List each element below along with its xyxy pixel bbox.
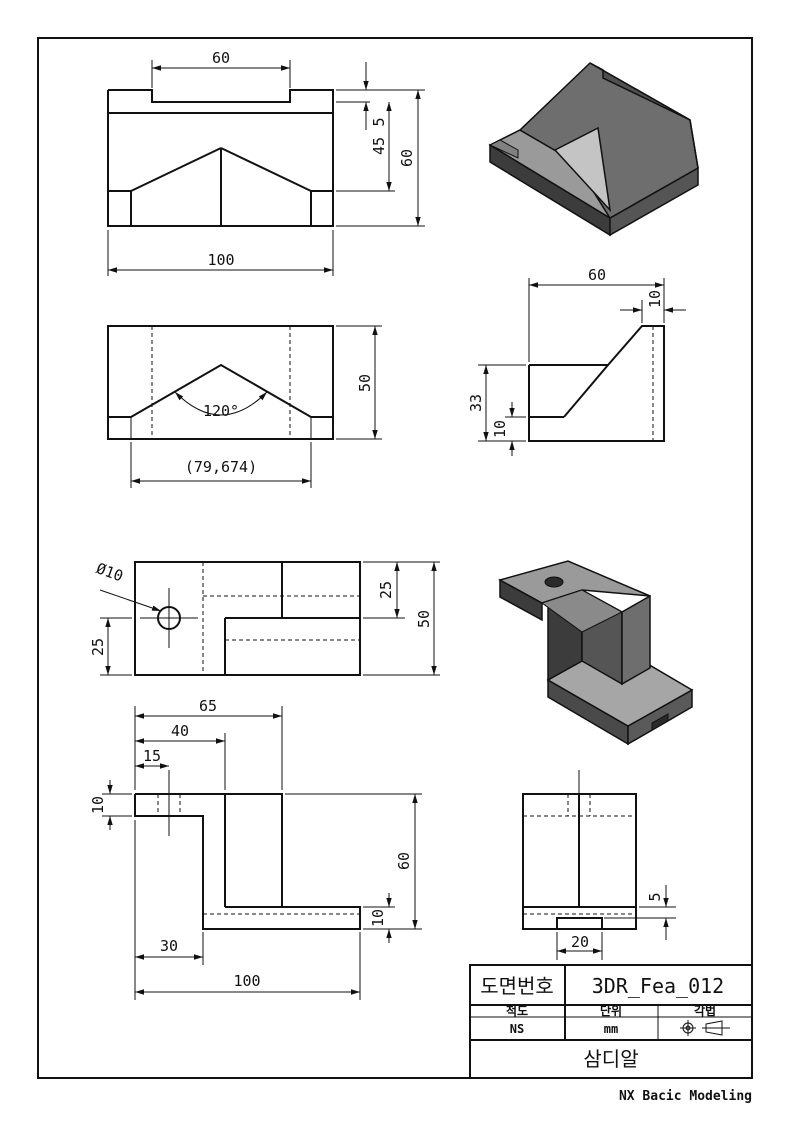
title-unit-value: mm [604,1022,618,1036]
d1-front-view [107,89,334,227]
d2-dim-s5: 5 [646,892,664,901]
d1-top-view: 120° [107,325,334,440]
d1-side-dimensions: 60 10 33 10 [467,266,686,456]
d1-dim-height-45: 45 [370,137,388,155]
d1-dim-angle: 120° [203,402,239,420]
d2-front-view [134,770,361,930]
d1-dim-side-10: 10 [646,290,664,308]
d2-dim-65: 65 [199,697,217,715]
d1-dim-height-60: 60 [398,149,416,167]
d1-dim-depth-50: 50 [356,374,374,392]
title-scale-label: 척도 [506,1003,528,1018]
d1-dim-total-width: 100 [207,251,234,269]
title-scale-value: NS [510,1022,524,1036]
d1-dim-side-60: 60 [588,266,606,284]
d2-side-view [522,770,637,930]
d2-dim-30: 30 [160,937,178,955]
d1-dim-side-10b: 10 [491,420,509,438]
title-drawing-no: 3DR_Fea_012 [592,974,724,998]
d1-dim-top-width: 60 [212,49,230,67]
d2-dim-t10: 10 [89,796,107,814]
title-projection-label: 각법 [694,1003,716,1018]
title-part-name: 삼디알 [583,1047,638,1071]
d1-front-dimensions: 60 5 45 60 100 [107,49,425,276]
d2-dim-right-25: 25 [377,581,395,599]
d2-dim-15: 15 [143,747,161,765]
d2-dim-hole: Ø10 [94,559,126,585]
d1-dim-groove-depth: 5 [370,117,388,126]
title-drawing-no-label: 도면번호 [480,974,554,998]
d2-side-dimensions: 5 20 [556,885,676,960]
d2-top-view: Ø10 [94,559,361,676]
d2-dim-100: 100 [233,972,260,990]
d2-dim-left-25: 25 [89,638,107,656]
d1-top-dimensions: 50 (79,674) [130,325,382,488]
third-angle-projection-icon [680,1020,730,1036]
d2-front-dimensions: 65 40 15 10 60 10 30 100 [89,697,422,1000]
footer-label: NX Bacic Modeling [619,1089,752,1104]
d2-isometric-view [498,560,694,746]
d2-dim-right-50: 50 [415,610,433,628]
title-block: 도면번호 3DR_Fea_012 척도 단위 각법 NS mm 삼디알 [469,964,753,1079]
d1-isometric-view [488,62,699,237]
d1-side-view [528,325,665,442]
d2-dim-b10: 10 [369,909,387,927]
d1-dim-side-33: 33 [467,394,485,412]
sheet-border [37,37,753,1079]
d2-dim-h60: 60 [395,852,413,870]
d2-top-dimensions: 25 25 50 [89,561,440,676]
title-unit-label: 단위 [600,1003,622,1018]
d2-dim-s20: 20 [571,933,589,951]
d2-dim-40: 40 [171,722,189,740]
d1-dim-ref-width: (79,674) [185,458,257,476]
